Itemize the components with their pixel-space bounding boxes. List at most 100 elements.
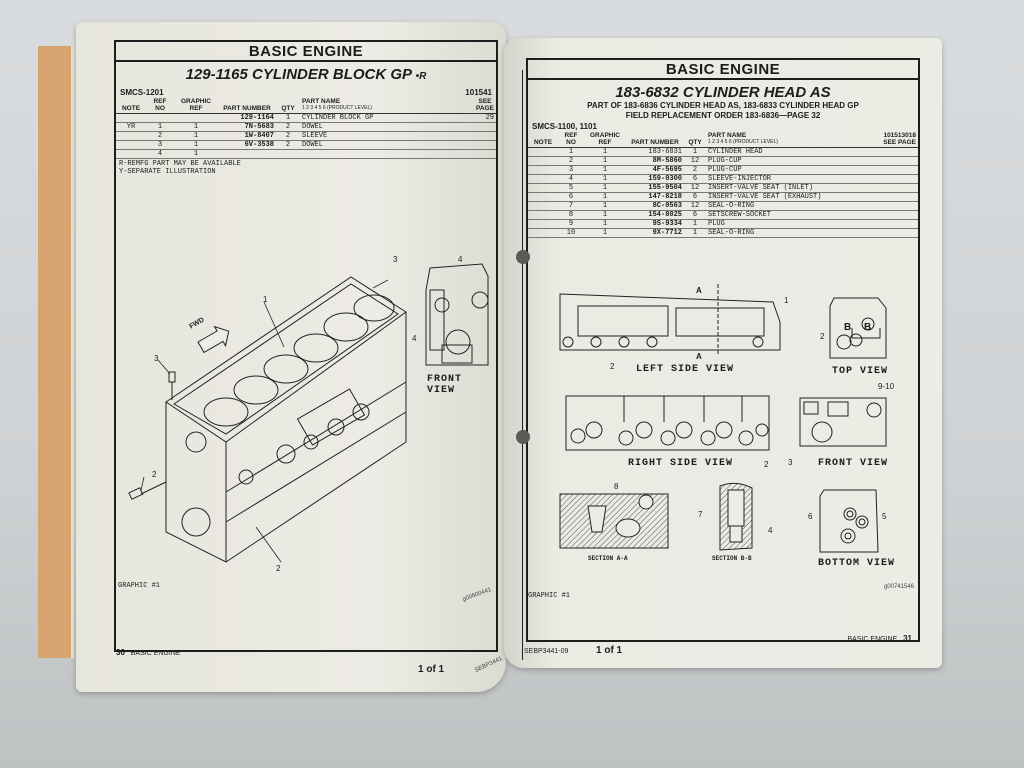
top-view-label: TOP VIEW — [832, 366, 889, 377]
table-header-row: NOTE REF NO GRAPHIC REF PART NUMBER QTY … — [116, 97, 496, 114]
note-r: R-REMFG PART MAY BE AVAILABLE — [119, 160, 241, 168]
footer-section: BASIC ENGINE — [130, 650, 181, 657]
callout-2c: 2 — [764, 460, 769, 469]
callout-4: 4 — [768, 526, 773, 535]
pager-label: 1 of 1 — [418, 664, 445, 675]
callout-8: 8 — [614, 482, 619, 491]
field-replacement-note: FIELD REPLACEMENT ORDER 183-6836—PAGE 32 — [625, 111, 821, 120]
section-b-b-diagram — [716, 482, 756, 552]
fwd-arrow-icon — [196, 322, 235, 357]
callout-4a: 4 — [458, 255, 463, 264]
doc-code: SEBP3441-09 — [524, 648, 569, 655]
section-title: BASIC ENGINE — [528, 60, 918, 80]
left-page: BASIC ENGINE 129-1165 CYLINDER BLOCK GP … — [76, 22, 506, 692]
part-title: 129-1165 CYLINDER BLOCK GP •R — [116, 66, 496, 83]
punch-hole-bottom — [516, 430, 530, 444]
part-of-note: PART OF 183-6836 CYLINDER HEAD AS, 183-6… — [587, 101, 859, 110]
callout-2b: 2 — [276, 564, 281, 573]
callout-9-10: 9-10 — [878, 382, 895, 391]
col-graphic-ref: GRAPHIC REF — [584, 131, 626, 148]
right-side-view-diagram — [564, 394, 774, 452]
callout-3: 3 — [788, 458, 793, 467]
cylinder-block-diagram — [136, 232, 436, 562]
section-marker-b2: B — [864, 322, 872, 333]
left-side-view-label: LEFT SIDE VIEW — [636, 364, 735, 375]
graphic-code: g00600441 — [461, 587, 493, 603]
callout-1: 1 — [263, 295, 268, 304]
front-view-diagram — [422, 260, 492, 370]
col-part-number: PART NUMBER — [218, 97, 276, 114]
graphic-label: GRAPHIC #1 — [528, 592, 571, 600]
callout-4b: 4 — [412, 334, 417, 343]
section-title: BASIC ENGINE — [116, 42, 496, 62]
top-view-diagram — [828, 296, 888, 360]
parts-table: NOTE REF NO GRAPHIC REF PART NUMBER QTY … — [116, 97, 496, 159]
left-page-frame: BASIC ENGINE 129-1165 CYLINDER BLOCK GP … — [114, 40, 498, 652]
section-marker-b1: B — [844, 322, 852, 333]
callout-5: 5 — [882, 512, 887, 521]
doc-id: 101541 — [465, 88, 492, 97]
front-view-label: FRONT VIEW — [427, 374, 463, 396]
right-footer: BASIC ENGINE 31 — [847, 634, 912, 643]
callout-3a: 3 — [393, 255, 398, 264]
page-number: 30 — [116, 648, 125, 657]
right-page-frame: BASIC ENGINE 183-6832 CYLINDER HEAD AS P… — [526, 58, 920, 642]
callout-2b: 2 — [820, 332, 825, 341]
part-title-tag: •R — [415, 71, 427, 82]
binding-tab — [38, 46, 74, 658]
punch-hole-top — [516, 250, 530, 264]
part-title: 183-6832 CYLINDER HEAD AS — [615, 84, 831, 101]
footer-section: BASIC ENGINE — [847, 636, 898, 643]
header-row: SMCS-1201 101541 — [116, 83, 496, 97]
table-header-row: NOTE REF NO GRAPHIC REF PART NUMBER QTY … — [528, 131, 918, 148]
right-side-view-label: RIGHT SIDE VIEW — [628, 458, 734, 469]
graphic-code: g00741546 — [883, 584, 914, 590]
right-page: BASIC ENGINE 183-6832 CYLINDER HEAD AS P… — [504, 38, 942, 668]
col-ref-no: REF NO — [146, 97, 174, 114]
callout-3b: 3 — [154, 354, 159, 363]
col-qty: QTY — [684, 131, 706, 148]
front-view-label: FRONT VIEW — [818, 458, 889, 469]
callout-2a: 2 — [152, 470, 157, 479]
header-row: SMCS-1100, 1101 — [528, 121, 918, 131]
col-qty: QTY — [276, 97, 300, 114]
section-marker-a-bottom: A — [696, 352, 702, 361]
col-see-page: SEE PAGE — [474, 97, 496, 114]
note-y: Y-SEPARATE ILLUSTRATION — [119, 168, 216, 176]
parts-table: NOTE REF NO GRAPHIC REF PART NUMBER QTY … — [528, 131, 918, 238]
graphic-label: GRAPHIC #1 — [118, 582, 161, 590]
smcs-code: SMCS-1100, 1101 — [532, 122, 597, 131]
left-side-view-diagram — [558, 292, 783, 352]
notes-legend: R-REMFG PART MAY BE AVAILABLE Y-SEPARATE… — [116, 160, 496, 176]
spine-line — [522, 70, 523, 660]
bottom-view-label: BOTTOM VIEW — [818, 558, 896, 569]
left-footer: 30 BASIC ENGINE — [116, 648, 181, 657]
callout-1: 1 — [784, 296, 789, 305]
callout-2a: 2 — [610, 362, 615, 371]
pager-label: 1 of 1 — [596, 645, 623, 656]
col-part-number: PART NUMBER — [626, 131, 684, 148]
bottom-view-diagram — [818, 488, 880, 554]
smcs-code: SMCS-1201 — [120, 88, 164, 97]
section-marker-a-top: A — [696, 286, 702, 295]
col-graphic-ref: GRAPHIC REF — [174, 97, 218, 114]
col-note: NOTE — [528, 131, 558, 148]
callout-6: 6 — [808, 512, 813, 521]
doc-code: SEBP3441 — [474, 656, 504, 674]
part-title-text: 129-1165 CYLINDER BLOCK GP — [185, 66, 412, 83]
